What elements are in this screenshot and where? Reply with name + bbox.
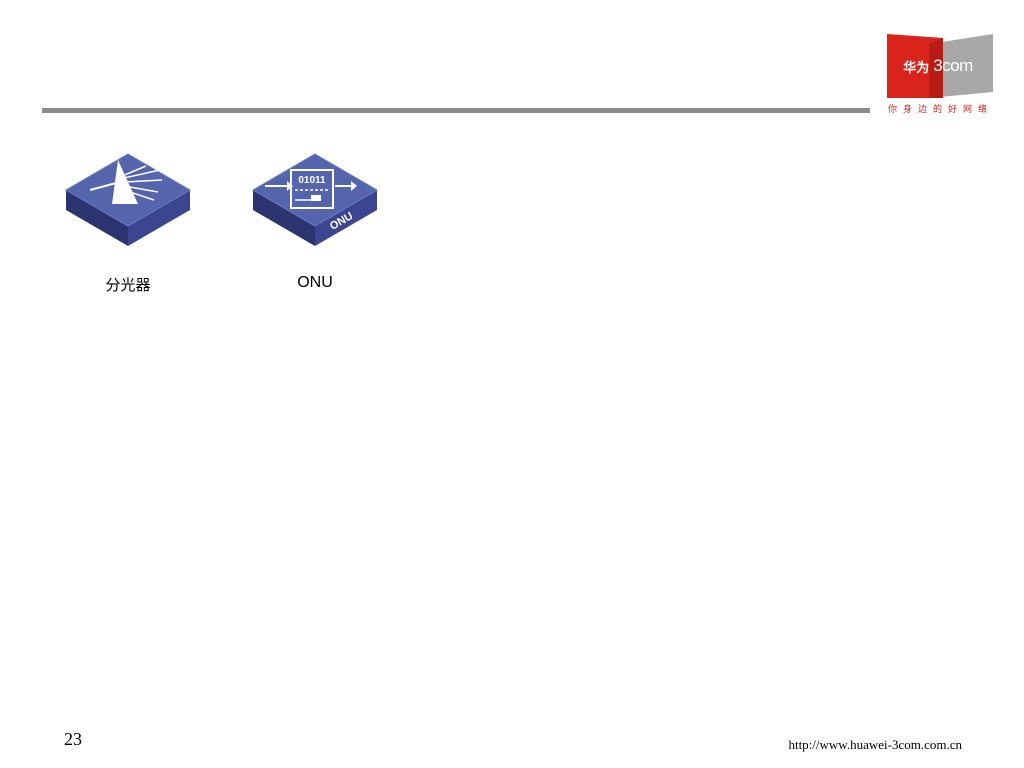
logo-tagline: 你身边的好网络 [888,105,994,115]
device-label-splitter: 分光器 [105,276,151,294]
logo-brand: 华为 3com [887,34,993,98]
page-number: 23 [64,729,82,749]
huawei-3com-logo: 华为 3com [887,34,993,98]
logo-shape-icon [887,34,993,98]
device-label-onu: ONU [297,274,333,291]
header-divider [42,108,870,113]
onu-icon-bits: 01011 [298,175,326,186]
device-onu: 01011 ONU ONU [247,150,383,292]
optical-splitter-icon [65,153,191,246]
footer-url[interactable]: http://www.huawei-3com.com.cn [788,737,962,752]
device-splitter: 分光器 [60,150,196,295]
logo-brand-en: 3com [933,56,973,75]
logo-brand-cn: 华为 [903,60,930,76]
onu-icon: 01011 ONU [252,153,378,246]
